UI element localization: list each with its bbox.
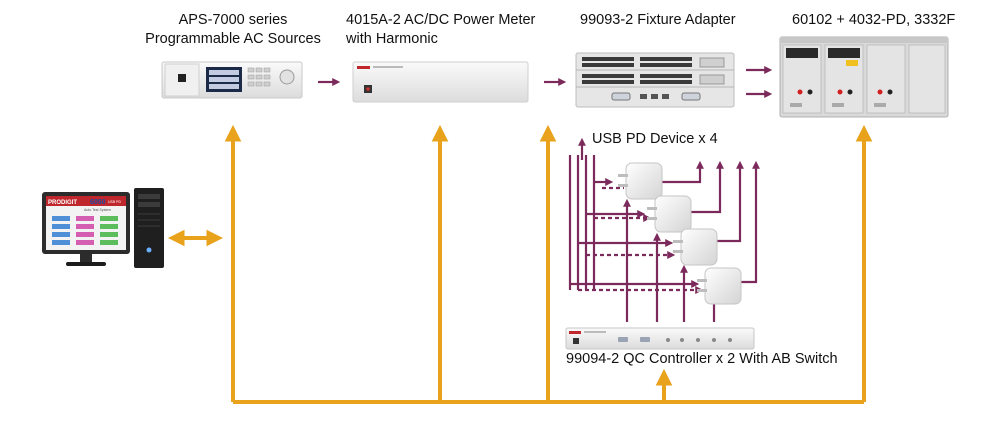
aps-label-line-1: APS-7000 series [178,12,288,28]
pc-screen-model: 6050 [90,199,106,206]
meter-label-line-2: with Harmonic [346,31,438,47]
meter-4015a-device [352,61,529,103]
qc-label: 99094-2 QC Controller x 2 With AB Switch [566,351,838,367]
aps-label: APS-7000 series Programmable AC Sources [128,11,338,49]
aps-knob [279,69,295,85]
usb-pd-device-3 [673,228,718,266]
meter-label: 4015A-2 AC/DC Power Meter with Harmonic [346,11,535,49]
load-label: 60102 + 4032-PD, 3332F [792,12,956,28]
aps-7000-device [161,61,303,99]
pc-monitor-neck [80,254,92,262]
usb-pd-device-1 [618,162,663,200]
pc-power-button [146,247,152,253]
usb-pd-device-2 [647,195,692,233]
pc-screen-subtitle-2: Auto Test System [84,208,111,212]
pc-tower [134,188,164,268]
pc-screen-buttons [52,216,118,245]
pc-tower-drive-2 [138,202,160,207]
fixture-99093-device [575,52,735,108]
pc-workstation: PRODIGIT 6050 USB PD Auto Test System [42,188,164,268]
pc-monitor-base [66,262,106,266]
pc-screen-subtitle-1: USB PD [108,200,122,204]
device-1-return [660,160,704,184]
aps-label-line-2: Programmable AC Sources [145,31,321,47]
pc-screen-brand: PRODIGIT [48,200,77,206]
pc-tower-drive [138,194,160,199]
device-4-return [740,160,760,284]
load-60102-device [779,36,949,118]
qc-controller-99094-device [565,327,755,350]
signal-wiring [318,66,773,322]
usb-pd-device-4 [697,267,742,305]
usb-pd-devices [618,162,742,305]
control-bus [167,124,873,404]
device-3-return [715,160,744,243]
meter-label-line-1: 4015A-2 AC/DC Power Meter [346,12,536,28]
usb-pd-label: USB PD Device x 4 [592,131,718,147]
device-2-return [690,160,724,214]
pc-screen-header [46,196,126,206]
fixture-label: 99093-2 Fixture Adapter [580,12,736,28]
